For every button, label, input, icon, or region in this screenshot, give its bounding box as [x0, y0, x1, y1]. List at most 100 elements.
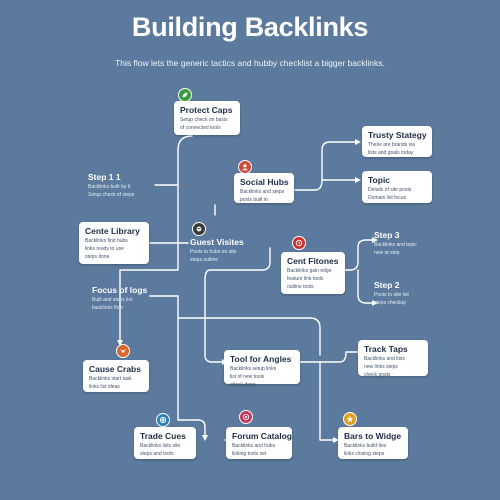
node-detail: Backlinks build ties [344, 443, 387, 449]
node-detail: Backlinks and hubs [232, 443, 276, 449]
user-icon [238, 160, 252, 174]
globe-icon [156, 413, 170, 427]
arrowhead [202, 435, 208, 441]
node-title: Cent Fitones [287, 256, 339, 266]
node-detail: Backlinks find hubs [85, 238, 128, 244]
node-detail: Posts to site list [374, 292, 409, 298]
connector [177, 419, 206, 436]
node-title: Focus of logs [92, 285, 148, 295]
node-detail: Backlinks and lists [364, 356, 405, 362]
node-label-focus-of-logs: Focus of logs Built and steps list backl… [92, 285, 147, 311]
node-card-cente-library[interactable]: Cente Library Backlinks find hubs links … [79, 222, 149, 264]
arrowheads [117, 139, 378, 443]
connector [344, 239, 373, 271]
node-card-trade-cues[interactable]: Trade Cues Backlinks lists site steps an… [134, 427, 196, 459]
node-detail: backlinks flow [92, 305, 123, 311]
node-title: Protect Caps [180, 105, 233, 115]
node-detail: links list ideas [89, 384, 120, 390]
node-detail: feature link tools [287, 276, 324, 282]
node-card-protect-caps[interactable]: Protect Caps Setup check on basis of con… [174, 101, 240, 135]
node-detail: Domain list focus [368, 195, 407, 201]
leaf-icon [178, 88, 192, 102]
node-card-social-hubs[interactable]: Social Hubs Backlinks and steps posts bu… [234, 173, 294, 203]
node-detail: linking tools set [232, 451, 267, 457]
node-detail: check done [230, 382, 256, 388]
star-icon [343, 412, 357, 426]
node-label-step-3: Step 3 Backlinks and topic new at step [374, 230, 417, 256]
node-detail: links ready to use [85, 246, 124, 252]
node-detail: Setup check on basis [180, 117, 228, 123]
node-detail: Setup check of steps [88, 192, 135, 198]
node-detail: steps checkup [374, 300, 406, 306]
connector [119, 149, 179, 341]
node-card-bars-to-widge[interactable]: Bars to Widge Backlinks build ties links… [338, 427, 408, 459]
node-detail: Built and steps list [92, 297, 133, 303]
node-label-guest-visites: Guest Visites Posts to hubs on site step… [190, 237, 244, 263]
node-card-forum-catalog[interactable]: Forum Catalog Backlinks and hubs linking… [226, 427, 292, 459]
node-card-track-taps[interactable]: Track Taps Backlinks and lists new links… [358, 340, 428, 378]
node-detail: steps done [85, 254, 110, 260]
node-title: Step 1 1 [88, 172, 121, 182]
node-detail: These are brands via [368, 142, 415, 148]
node-detail: Backlinks and topic [374, 242, 417, 248]
node-card-cause-crabs[interactable]: Cause Crabs Backlinks start task links l… [83, 360, 149, 392]
pirate-icon [192, 222, 206, 236]
clock-icon [292, 236, 306, 250]
arrowhead [355, 177, 361, 183]
node-title: Forum Catalog [232, 431, 292, 441]
node-detail: Backlinks lists site [140, 443, 181, 449]
node-title: Trusty Stategy [368, 130, 427, 140]
node-title: Tool for Angles [230, 354, 292, 364]
node-title: Guest Visites [190, 237, 244, 247]
arrowhead [333, 437, 339, 443]
connector [204, 247, 271, 363]
node-detail: links closing steps [344, 451, 385, 457]
connector [299, 351, 359, 363]
arrowhead [372, 300, 378, 306]
fox-icon [116, 344, 130, 358]
node-detail: lists and goals today [368, 150, 414, 156]
node-title: Trade Cues [140, 431, 186, 441]
page-title: Building Backlinks [131, 12, 369, 42]
node-title: Track Taps [364, 344, 408, 354]
node-card-topic[interactable]: Topic Details of site posts Domain list … [362, 171, 432, 203]
node-title: Cente Library [85, 226, 140, 236]
node-detail: steps outline [190, 257, 219, 263]
node-card-cent-fitones[interactable]: Cent Fitones Backlinks gain edge feature… [281, 252, 345, 294]
connector [177, 135, 193, 151]
node-title: Bars to Widge [344, 431, 402, 441]
node-detail: posts built in [240, 197, 268, 203]
node-title: Step 2 [374, 280, 400, 290]
connector [177, 317, 321, 356]
connector [357, 269, 373, 304]
node-detail: new at step [374, 250, 400, 256]
target-icon [239, 410, 253, 424]
node-detail: Backlinks built by it [88, 184, 131, 190]
node-detail: Backlinks start task [89, 376, 132, 382]
node-detail: outline tools [287, 284, 314, 290]
node-detail: Posts to hubs on site [190, 249, 237, 255]
node-title: Social Hubs [240, 177, 289, 187]
node-title: Topic [368, 175, 391, 185]
node-detail: list of new tools [230, 374, 265, 380]
arrowhead [117, 340, 123, 346]
arrowhead [372, 237, 378, 243]
connector [294, 141, 356, 191]
node-detail: new links steps [364, 364, 398, 370]
node-detail: Backlinks gain edge [287, 268, 332, 274]
node-title: Step 3 [374, 230, 400, 240]
node-detail: of connected tools [180, 125, 221, 131]
node-card-tool-for-angles[interactable]: Tool for Angles Backlinks setup links li… [224, 350, 300, 388]
connector [319, 361, 334, 441]
page-subtitle: This flow lets the generic tactics and h… [115, 58, 385, 68]
node-label-step-1: Step 1 1 Backlinks built by it Setup che… [88, 172, 134, 198]
node-detail: Backlinks and steps [240, 189, 285, 195]
node-detail: Backlinks setup links [230, 366, 277, 372]
node-card-trusty-stategy[interactable]: Trusty Stategy These are brands via list… [362, 126, 432, 157]
node-detail: check posts [364, 372, 391, 378]
node-title: Cause Crabs [89, 364, 141, 374]
node-label-step-2: Step 2 Posts to site list steps checkup [374, 280, 409, 306]
node-detail: Details of site posts [368, 187, 412, 193]
